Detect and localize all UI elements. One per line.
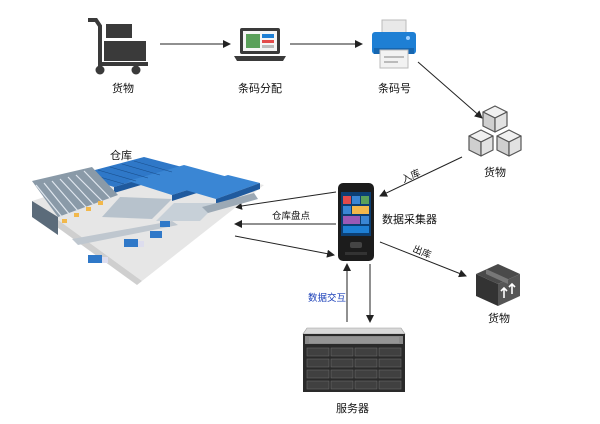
label-barcode-no: 条码号 <box>378 82 411 95</box>
edge-label-data-exchange: 数据交互 <box>308 293 347 304</box>
arrow-inbound <box>379 156 463 197</box>
arrow-warehouse-to-scanner <box>234 235 335 258</box>
label-server: 服务器 <box>336 402 369 415</box>
printer-icon <box>370 18 418 70</box>
arrow-outbound <box>379 241 467 278</box>
label-barcode-assign: 条码分配 <box>238 82 282 95</box>
cart-icon <box>86 18 152 76</box>
label-cargo-right-bottom: 货物 <box>488 312 510 325</box>
arrow-scanner-to-warehouse-1 <box>234 191 337 210</box>
label-collector: 数据采集器 <box>382 213 437 226</box>
handheld-scanner <box>337 182 375 262</box>
warehouse-illustration <box>32 155 264 285</box>
arrow-printer-to-cube <box>417 61 483 119</box>
rack-server <box>301 326 407 394</box>
laptop-icon <box>234 26 286 62</box>
label-cargo-in: 货物 <box>112 82 134 95</box>
label-warehouse: 仓库 <box>110 149 132 162</box>
package-icon <box>474 262 522 308</box>
label-cargo-right-top: 货物 <box>484 166 506 179</box>
cube-stack-icon <box>464 104 526 160</box>
edge-label-inventory: 仓库盘点 <box>272 211 311 222</box>
